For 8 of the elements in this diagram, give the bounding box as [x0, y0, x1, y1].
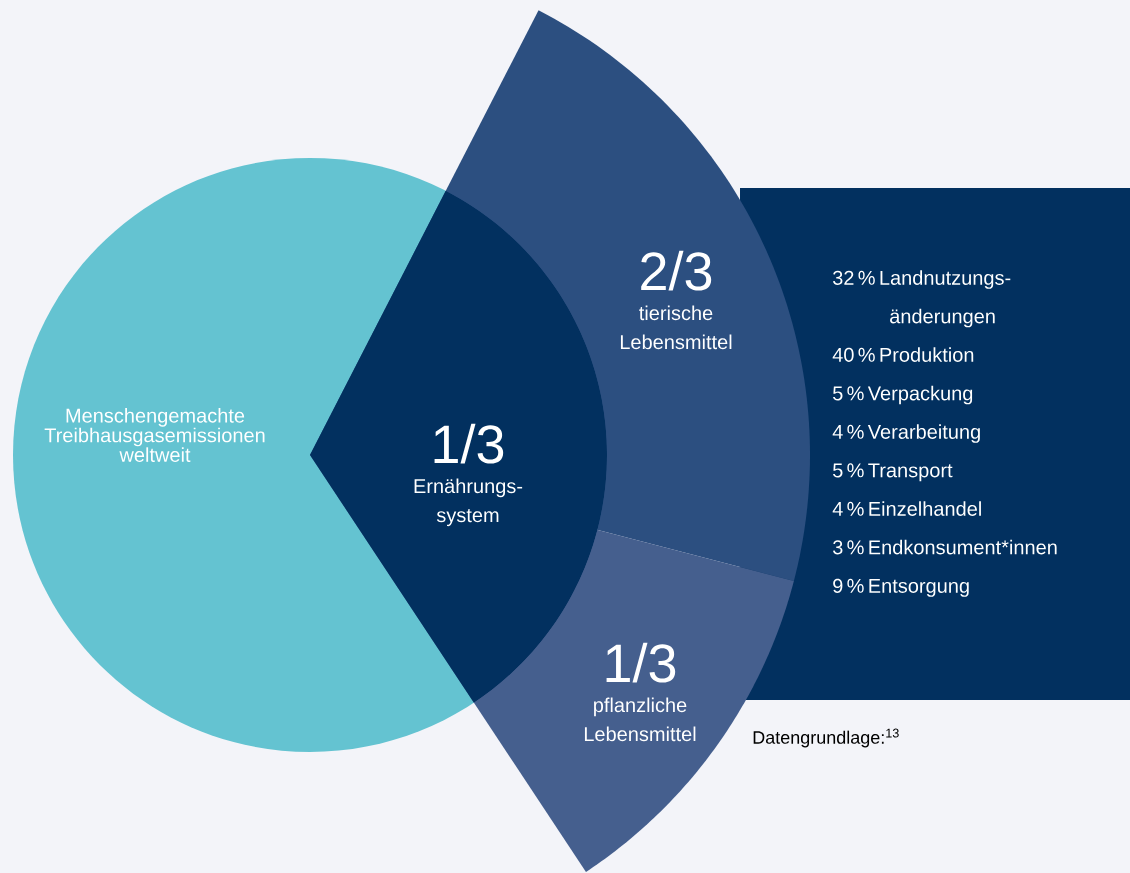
- list-item: 3 % Endkonsument*innen: [833, 539, 1057, 555]
- list-item: 5 % Verpackung: [833, 385, 973, 405]
- list-item: 32 % Landnutzungs- änderungen: [833, 270, 1011, 328]
- list-item: 4 % Verarbeitung: [832, 424, 980, 443]
- list-item: 5 % Transport: [833, 463, 953, 482]
- list-item: 40 % Produktion: [832, 347, 974, 362]
- list-item: 4 % Einzelhandel: [832, 501, 981, 516]
- list-item: 9 % Entsorgung: [833, 578, 969, 597]
